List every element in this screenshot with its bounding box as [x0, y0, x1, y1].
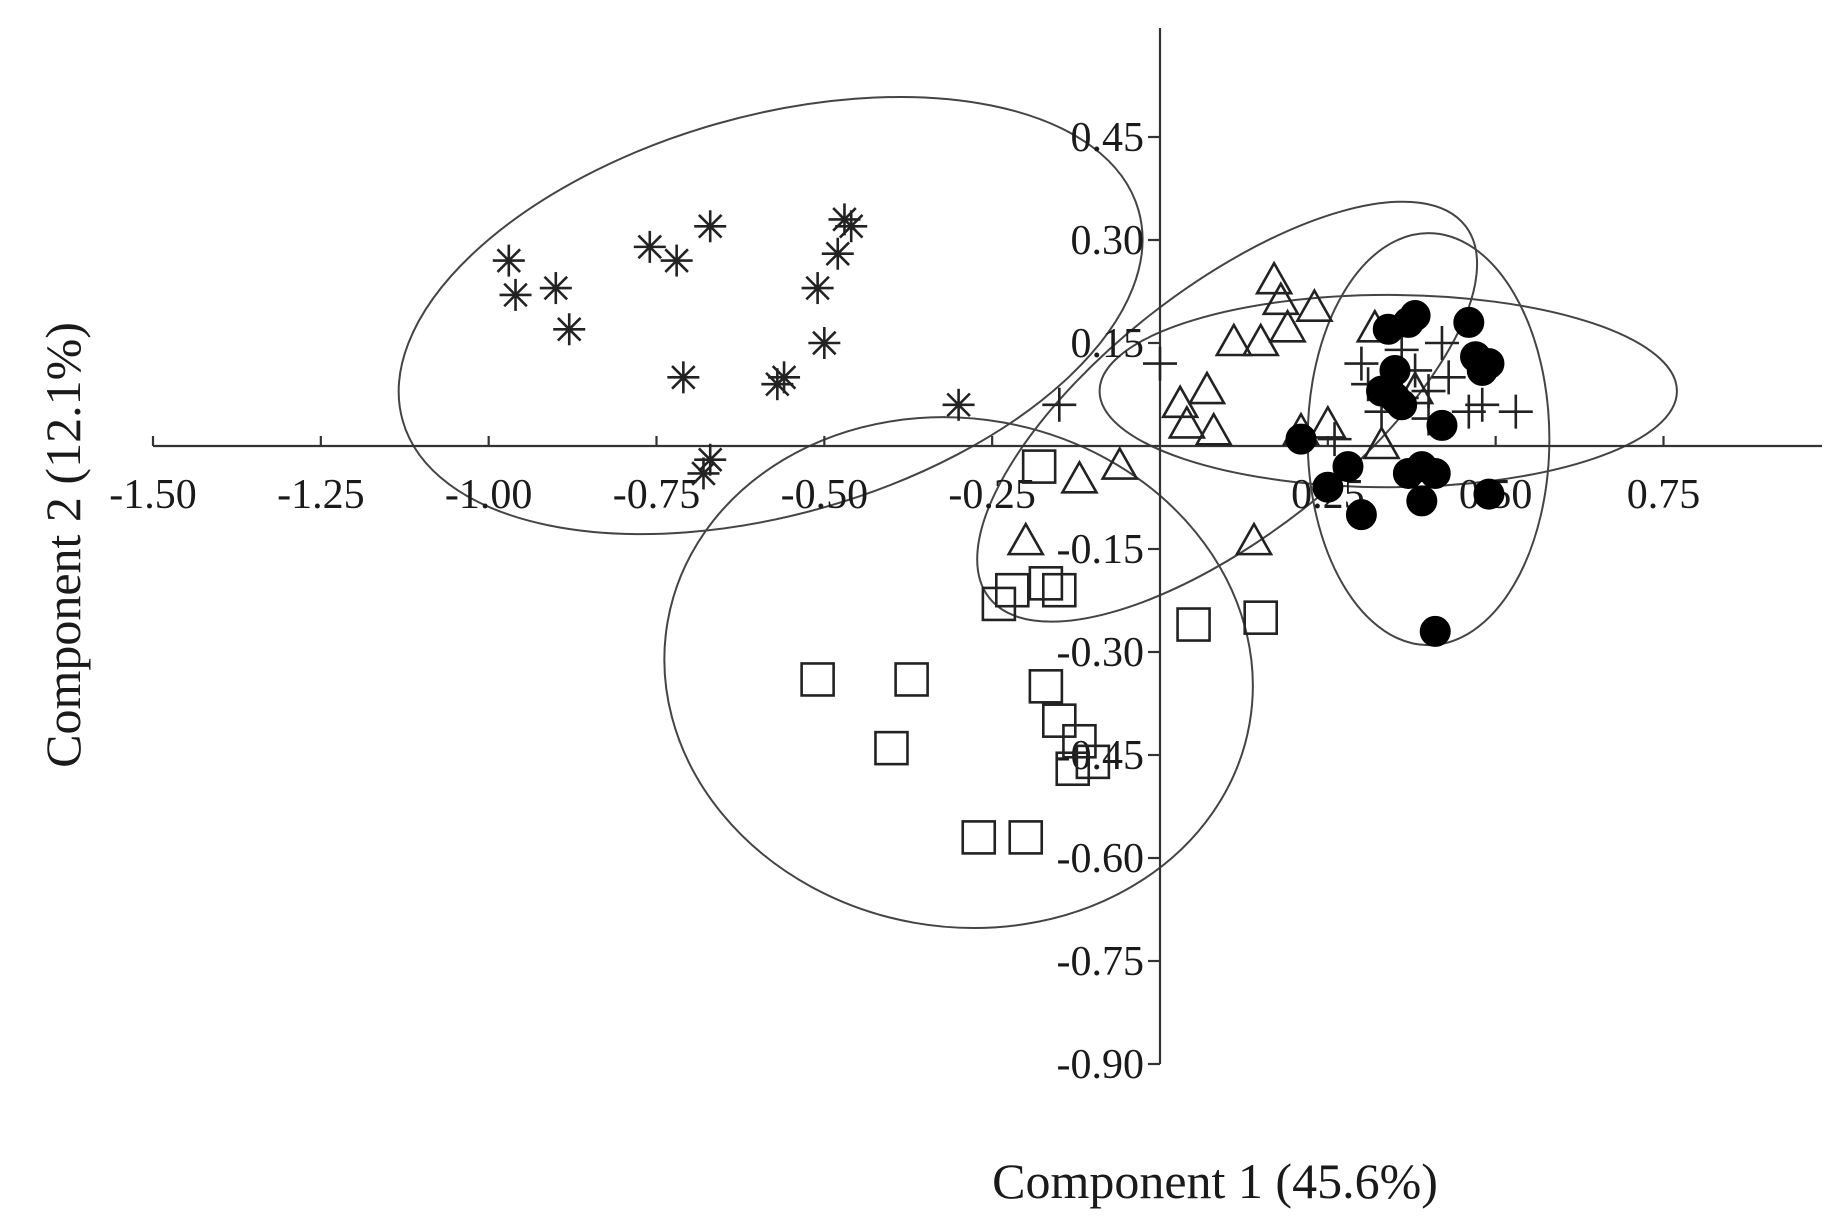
x-tick-label: 0.75: [1627, 472, 1701, 518]
square-point: [1042, 572, 1077, 608]
asterisk-point: [492, 244, 525, 277]
filled-circle-point: [1285, 423, 1317, 455]
cluster-ellipse: [1098, 293, 1678, 489]
triangle-point: [1308, 404, 1348, 439]
y-axis-ticks: 0.450.300.15-0.15-0.30-0.45-0.60-0.75-0.…: [1057, 115, 1160, 1088]
square-point: [1028, 566, 1064, 601]
plus-point: [1431, 360, 1466, 395]
triangle-point: [1006, 521, 1045, 556]
filled-circle-point: [1379, 354, 1411, 386]
asterisk-point: [499, 278, 532, 311]
triangle-point: [1214, 322, 1254, 357]
filled-circle-point: [1399, 300, 1431, 332]
data-points: [492, 203, 1533, 855]
cluster-ellipse: [663, 416, 1254, 930]
x-tick-label: -0.50: [781, 472, 869, 518]
x-tick-label: -1.50: [109, 472, 197, 518]
asterisk-point: [801, 272, 834, 305]
square-point: [1008, 820, 1044, 855]
asterisk-point: [821, 237, 854, 270]
cluster-ellipse: [397, 95, 1144, 536]
triangle-point: [1295, 288, 1334, 322]
cluster-ellipse: [976, 200, 1479, 623]
triangle-point: [1268, 308, 1307, 343]
asterisk-point: [808, 327, 841, 359]
triangle-point: [1100, 445, 1139, 480]
triangle-point: [1060, 459, 1099, 494]
filled-circle-point: [1473, 478, 1505, 510]
plus-point: [1451, 394, 1486, 429]
filled-circle-point: [1473, 348, 1505, 380]
asterisk-point: [553, 313, 586, 346]
triangle-point: [1261, 281, 1301, 316]
plus-point: [1465, 387, 1500, 422]
asterisk-point: [660, 244, 693, 277]
square-point: [1021, 449, 1057, 484]
filled-circle-point: [1406, 485, 1438, 517]
y-tick-label: 0.30: [1071, 218, 1145, 264]
asterisk-point: [633, 230, 666, 263]
x-tick-label: -1.00: [445, 472, 533, 518]
asterisk-point: [694, 210, 727, 243]
asterisk-point: [835, 210, 868, 243]
plus-point: [1344, 346, 1379, 381]
y-tick-label: -0.15: [1057, 527, 1145, 573]
triangle-point: [1241, 322, 1280, 357]
square-point: [1176, 607, 1211, 642]
square-point: [874, 730, 909, 766]
triangle-point: [1167, 404, 1207, 439]
square-point: [961, 820, 997, 855]
filled-circle-point: [1332, 451, 1364, 483]
square-point: [1243, 600, 1278, 635]
y-tick-label: -0.90: [1057, 1042, 1145, 1088]
filled-circle-point: [1386, 389, 1418, 421]
y-tick-label: -0.30: [1057, 630, 1145, 676]
triangle-point: [1234, 521, 1274, 556]
asterisk-point: [687, 457, 720, 490]
triangle-point: [1187, 370, 1227, 405]
square-point: [995, 572, 1030, 608]
plus-point: [1317, 422, 1352, 457]
asterisk-point: [942, 388, 975, 421]
square-point: [894, 662, 929, 697]
y-tick-label: -0.60: [1057, 836, 1145, 882]
plus-point: [1424, 326, 1459, 360]
asterisk-point: [539, 272, 572, 305]
square-point: [1042, 703, 1077, 738]
plus-point: [1143, 346, 1177, 381]
y-tick-label: 0.45: [1071, 115, 1145, 161]
y-tick-label: -0.75: [1057, 939, 1145, 985]
filled-circle-point: [1345, 499, 1377, 531]
asterisk-point: [667, 361, 700, 394]
triangle-point: [1254, 260, 1294, 295]
filled-circle-point: [1419, 457, 1451, 489]
filled-circle-point: [1453, 306, 1485, 338]
x-axis-title: Component 1 (45.6%): [992, 1153, 1438, 1209]
asterisk-point: [694, 443, 727, 476]
filled-circle-point: [1426, 409, 1458, 441]
square-point: [1055, 751, 1091, 787]
asterisk-point: [768, 361, 801, 394]
x-tick-label: -0.75: [613, 472, 701, 518]
filled-circle-point: [1419, 615, 1451, 647]
filled-circle-point: [1312, 471, 1344, 503]
square-point: [800, 662, 835, 697]
plus-point: [1042, 387, 1077, 422]
square-point: [981, 586, 1017, 622]
axes: [153, 28, 1822, 1064]
x-tick-label: -1.25: [277, 472, 365, 518]
y-tick-label: 0.15: [1071, 321, 1145, 367]
x-axis-ticks: -1.50-1.25-1.00-0.75-0.50-0.250.250.500.…: [109, 436, 1700, 518]
square-point: [1062, 723, 1097, 759]
triangle-point: [1194, 411, 1233, 446]
x-tick-label: -0.25: [948, 472, 1036, 518]
triangle-point: [1362, 425, 1401, 460]
square-point: [1075, 744, 1111, 780]
y-axis-title: Component 2 (12.1%): [35, 322, 91, 768]
square-point: [1028, 669, 1064, 704]
plus-point: [1498, 394, 1533, 429]
